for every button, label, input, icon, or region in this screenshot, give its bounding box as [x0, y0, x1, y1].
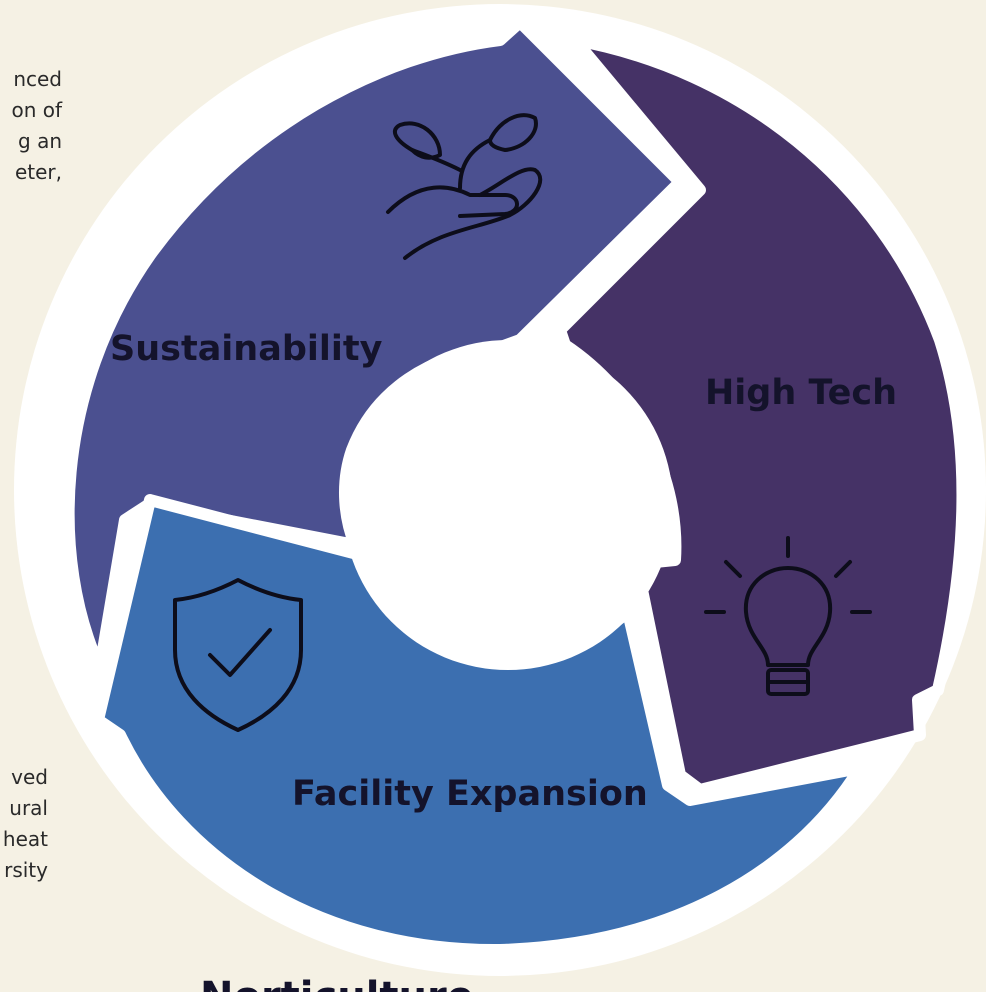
left-paragraph-bottom: ved ural heat rsity — [0, 762, 48, 886]
text-line: ved — [11, 765, 48, 789]
bottom-partial-heading: Norticulture — [200, 974, 474, 992]
sustainability-segment — [62, 16, 686, 674]
text-line: eter, — [14, 160, 62, 184]
text-line: nced — [13, 67, 62, 91]
text-line: rsity — [4, 858, 48, 882]
text-line: heat — [2, 827, 48, 851]
text-line: on of — [11, 98, 62, 122]
seedling-hand-icon — [386, 113, 543, 260]
text-line: g an — [18, 129, 62, 153]
sustainability-label: Sustainability — [110, 329, 383, 369]
high-tech-label: High Tech — [705, 373, 897, 413]
facility-expansion-label: Facility Expansion — [292, 774, 648, 814]
left-paragraph-top: nced on of g an eter, — [0, 64, 62, 188]
center-hole — [343, 340, 673, 670]
text-line: ural — [9, 796, 48, 820]
shield-check-icon — [173, 578, 303, 732]
lightbulb-icon — [704, 536, 872, 696]
